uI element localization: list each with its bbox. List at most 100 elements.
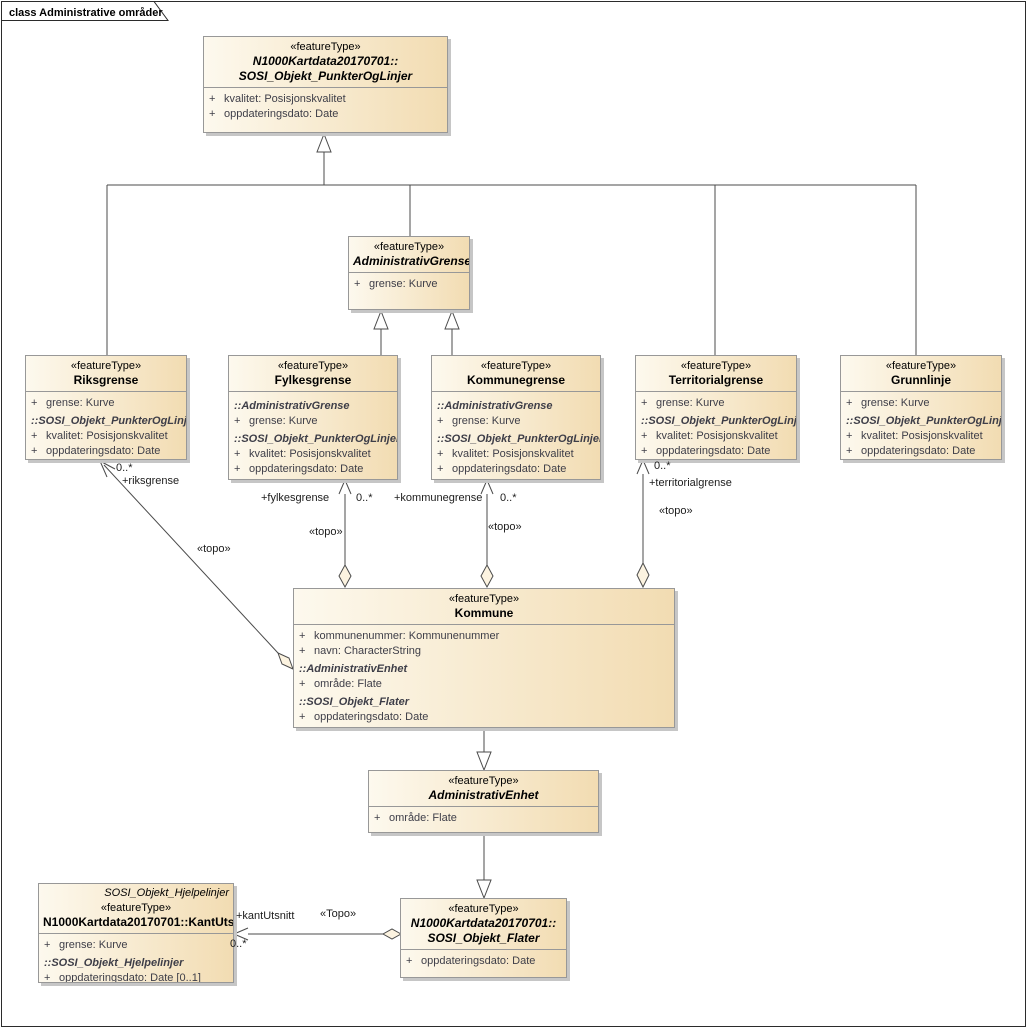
inherited-from-label: ::SOSI_Objekt_Hjelpelinjer (44, 957, 184, 969)
attribute-row: +grense: Kurve (641, 396, 792, 411)
attribute-row: + oppdateringsdato: Date (234, 462, 393, 477)
visibility-plus-icon: + (641, 397, 648, 409)
superclass-label: SOSI_Objekt_Hjelpelinjer (104, 887, 229, 899)
attribute-text: grense: Kurve (46, 397, 115, 409)
class-name: Kommunegrense (466, 373, 566, 387)
inherited-from-label: ::AdministrativEnhet (299, 663, 408, 675)
attribute-row: +oppdateringsdato: Date (641, 444, 792, 459)
inherited-from-label: ::SOSI_Objekt_PunkterOgLinjer (31, 415, 187, 427)
inherited-from-label: ::AdministrativGrense (437, 400, 553, 412)
attribute-compartment: +grense: Kurve::SOSI_Objekt_PunkterOgLin… (841, 392, 1001, 459)
class-header: «featureType»N1000Kartdata20170701::SOSI… (204, 37, 447, 88)
attribute-text: oppdateringsdato: Date (861, 445, 976, 457)
attribute-compartment: +kvalitet: Posisjonskvalitet+oppdatering… (204, 88, 447, 126)
attribute-row: +område: Flate (299, 677, 670, 692)
visibility-plus-icon: + (437, 448, 444, 460)
attribute-row: +grense: Kurve (234, 414, 393, 429)
attribute-text: kvalitet: Posisjonskvalitet (249, 448, 371, 460)
edge-label-kommunegrense-topo: «topo» (488, 521, 522, 533)
attribute-row: + oppdateringsdato: Date [0..1] (44, 971, 229, 983)
edge-label-fylkesgrense-role: +fylkesgrense (261, 492, 330, 504)
edge-label-kantUtsnitt-role: +kantUtsnitt (236, 910, 295, 922)
visibility-plus-icon: + (31, 445, 38, 457)
edge-label-kommunegrense-role: +kommunegrense (394, 492, 483, 504)
attribute-row: +kvalitet: Posisjonskvalitet (641, 429, 792, 444)
attribute-text: kvalitet: Posisjonskvalitet (46, 430, 168, 442)
attribute-text: kvalitet: Posisjonskvalitet (861, 430, 983, 442)
visibility-plus-icon: + (299, 630, 306, 642)
aggregation-diamond-icon (480, 563, 494, 589)
stereotype-label: «featureType» (290, 41, 361, 53)
attribute-text: navn: CharacterString (314, 645, 421, 657)
attribute-row: +kvalitet: Posisjonskvalitet (234, 447, 393, 462)
attribute-row: + navn: CharacterString (299, 644, 670, 659)
attribute-text: oppdateringsdato: Date (249, 463, 364, 475)
class-header: «featureType»Territorialgrense (636, 356, 796, 392)
attribute-row: +oppdateringsdato: Date (299, 710, 670, 725)
class-kommune[interactable]: «featureType»Kommune +kommunenummer: Komm… (293, 588, 675, 728)
attribute-row: +oppdateringsdato: Date (209, 107, 443, 122)
class-administrativEnhet[interactable]: «featureType»AdministrativEnhet +område: … (368, 770, 599, 833)
class-name: N1000Kartdata20170701:: (410, 916, 557, 930)
stereotype-label: «featureType» (448, 903, 519, 915)
attribute-row: +kvalitet: Posisjonskvalitet (209, 92, 443, 107)
class-administrativGrense[interactable]: «featureType»AdministrativGrense +grense:… (348, 236, 470, 310)
attribute-row: +område: Flate (374, 811, 594, 826)
attribute-text: grense: Kurve (249, 415, 318, 427)
class-territorialgrense[interactable]: «featureType»Territorialgrense +grense: K… (635, 355, 797, 460)
class-header: «featureType»Riksgrense (26, 356, 186, 392)
generalization-arrow-icon (476, 751, 492, 772)
class-name: SOSI_Objekt_Flater (427, 931, 540, 945)
association-edges (99, 459, 650, 941)
attribute-text: oppdateringsdato: Date (46, 445, 161, 457)
attribute-text: oppdateringsdato: Date (656, 445, 771, 457)
stereotype-label: «featureType» (373, 241, 445, 253)
edge-label-riksgrense-topo: «topo» (197, 543, 231, 555)
visibility-plus-icon: + (31, 430, 38, 442)
attribute-row: + kvalitet: Posisjonskvalitet (31, 429, 182, 444)
aggregation-diamond-icon (277, 652, 294, 670)
class-sosi-objekt-flater[interactable]: «featureType»N1000Kartdata20170701::SOSI… (400, 898, 567, 978)
class-grunnlinje[interactable]: «featureType»Grunnlinje+grense: Kurve::S… (840, 355, 1002, 460)
visibility-plus-icon: + (846, 430, 853, 442)
visibility-plus-icon: + (234, 463, 241, 475)
attribute-row: +grense: Kurve (354, 277, 465, 292)
generalization-edges (106, 132, 917, 900)
class-kantUtsnitt[interactable]: SOSI_Objekt_Hjelpelinjer «featureType»N10… (38, 883, 234, 983)
attribute-text: grense: Kurve (369, 278, 438, 290)
stereotype-label: «featureType» (448, 775, 519, 787)
attribute-row: +oppdateringsdato: Date (406, 954, 562, 969)
visibility-plus-icon: + (299, 645, 306, 657)
visibility-plus-icon: + (437, 415, 444, 427)
attribute-text: grense: Kurve (452, 415, 521, 427)
class-name: SOSI_Objekt_PunkterOgLinjer (238, 69, 413, 83)
diagram-title: class Administrative områder (9, 7, 163, 19)
class-name: N1000Kartdata20170701::KantUtsnitt (43, 915, 234, 929)
attribute-text: oppdateringsdato: Date [0..1] (59, 972, 201, 983)
class-kommunegrense[interactable]: «featureType»Kommunegrense::Administrati… (431, 355, 601, 480)
edge-label-territorialgrense-role: +territorialgrense (649, 477, 732, 489)
class-name: AdministrativGrense (353, 254, 470, 268)
visibility-plus-icon: + (846, 397, 853, 409)
class-header: «featureType»AdministrativEnhet (369, 771, 598, 807)
visibility-plus-icon: + (209, 93, 216, 105)
attribute-text: oppdateringsdato: Date (421, 955, 536, 967)
visibility-plus-icon: + (846, 445, 853, 457)
class-header: «featureType»Grunnlinje (841, 356, 1001, 392)
class-name: N1000Kartdata20170701:: (252, 54, 399, 68)
edge-label-territorialgrense-topo: «topo» (659, 505, 693, 517)
visibility-plus-icon: + (44, 972, 51, 983)
edge-label-kommunegrense-mult: 0..* (500, 492, 517, 504)
class-name: Kommune (454, 606, 514, 620)
attribute-row: +kommunenummer: Kommunenummer (299, 629, 670, 644)
class-riksgrense[interactable]: «featureType»Riksgrense+ grense: Kurve::S… (25, 355, 187, 460)
class-fylkesgrense[interactable]: «featureType»Fylkesgrense::Administrativ… (228, 355, 398, 480)
stereotype-label: «featureType» (100, 902, 172, 914)
class-header: «featureType»Kommune (294, 589, 674, 625)
edge-label-fylkesgrense-mult: 0..* (356, 492, 373, 504)
class-sosi-objekt-punkterOgLinjer[interactable]: «featureType»N1000Kartdata20170701::SOSI… (203, 36, 448, 133)
class-header: SOSI_Objekt_Hjelpelinjer «featureType»N10… (39, 884, 233, 934)
